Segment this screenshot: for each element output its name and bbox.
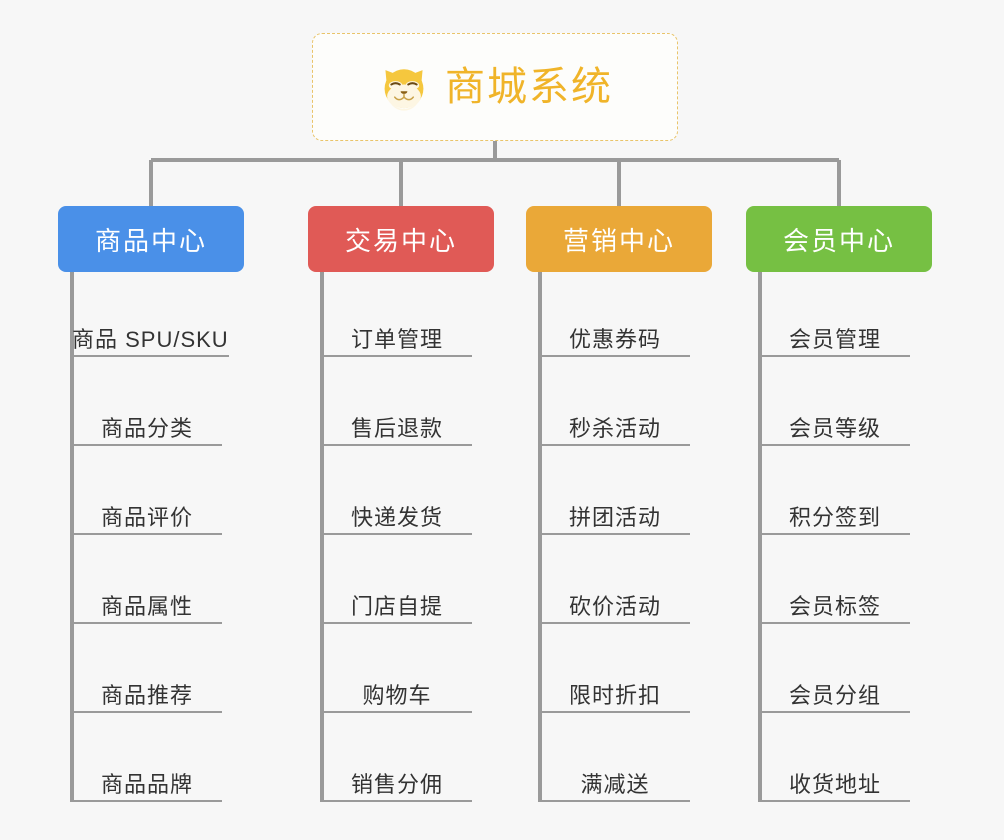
leaf-label: 商品推荐 — [100, 682, 193, 708]
leaf-item[interactable]: 满减送 — [540, 758, 690, 802]
leaf-label: 积分签到 — [788, 504, 881, 530]
leaf-item[interactable]: 商品 SPU/SKU — [72, 313, 229, 357]
leaf-label: 砍价活动 — [568, 593, 661, 619]
category-label: 营销中心 — [562, 225, 675, 256]
leaf-label: 订单管理 — [350, 326, 443, 352]
leaf-label: 优惠券码 — [568, 326, 661, 352]
leaf-item[interactable]: 秒杀活动 — [540, 402, 690, 446]
leaf-label: 商品分类 — [100, 415, 193, 441]
leaf-item[interactable]: 砍价活动 — [540, 580, 690, 624]
leaf-label: 商品属性 — [100, 593, 193, 619]
leaf-label: 门店自提 — [350, 593, 443, 619]
leaf-item[interactable]: 会员标签 — [760, 580, 910, 624]
leaf-item[interactable]: 商品属性 — [72, 580, 222, 624]
leaf-label: 收货地址 — [788, 771, 881, 797]
leaf-item[interactable]: 会员等级 — [760, 402, 910, 446]
leaf-label: 会员等级 — [788, 415, 881, 441]
shiba-dog-face-icon — [377, 60, 431, 114]
leaf-label: 秒杀活动 — [568, 415, 661, 441]
leaf-item[interactable]: 收货地址 — [760, 758, 910, 802]
leaf-item[interactable]: 商品分类 — [72, 402, 222, 446]
root-title: 商城系统 — [445, 65, 613, 109]
leaf-label: 销售分佣 — [350, 771, 443, 797]
leaf-item[interactable]: 商品品牌 — [72, 758, 222, 802]
category-box-1[interactable]: 商品中心 — [58, 206, 244, 272]
leaf-item[interactable]: 商品评价 — [72, 491, 222, 535]
leaf-item[interactable]: 限时折扣 — [540, 669, 690, 713]
leaf-label: 商品 SPU/SKU — [72, 326, 229, 352]
leaf-label: 商品品牌 — [100, 771, 193, 797]
leaf-item[interactable]: 快递发货 — [322, 491, 472, 535]
leaf-item[interactable]: 订单管理 — [322, 313, 472, 357]
leaf-label: 购物车 — [362, 682, 432, 708]
leaf-item[interactable]: 商品推荐 — [72, 669, 222, 713]
category-box-4[interactable]: 会员中心 — [746, 206, 932, 272]
leaf-label: 会员分组 — [788, 682, 881, 708]
leaf-label: 拼团活动 — [568, 504, 661, 530]
leaf-label: 商品评价 — [100, 504, 193, 530]
leaf-item[interactable]: 购物车 — [322, 669, 472, 713]
leaf-item[interactable]: 售后退款 — [322, 402, 472, 446]
leaf-label: 满减送 — [580, 771, 650, 797]
category-box-3[interactable]: 营销中心 — [526, 206, 712, 272]
category-label: 交易中心 — [344, 225, 457, 256]
leaf-item[interactable]: 积分签到 — [760, 491, 910, 535]
leaf-label: 售后退款 — [350, 415, 443, 441]
category-label: 会员中心 — [782, 225, 895, 256]
leaf-item[interactable]: 销售分佣 — [322, 758, 472, 802]
leaf-label: 会员标签 — [788, 593, 881, 619]
leaf-item[interactable]: 门店自提 — [322, 580, 472, 624]
category-box-2[interactable]: 交易中心 — [308, 206, 494, 272]
leaf-item[interactable]: 拼团活动 — [540, 491, 690, 535]
leaf-label: 会员管理 — [788, 326, 881, 352]
leaf-item[interactable]: 会员管理 — [760, 313, 910, 357]
leaf-label: 快递发货 — [350, 504, 443, 530]
leaf-label: 限时折扣 — [568, 682, 661, 708]
leaf-item[interactable]: 优惠券码 — [540, 313, 690, 357]
root-node[interactable]: 商城系统 — [312, 33, 678, 141]
category-label: 商品中心 — [94, 225, 207, 256]
leaf-item[interactable]: 会员分组 — [760, 669, 910, 713]
